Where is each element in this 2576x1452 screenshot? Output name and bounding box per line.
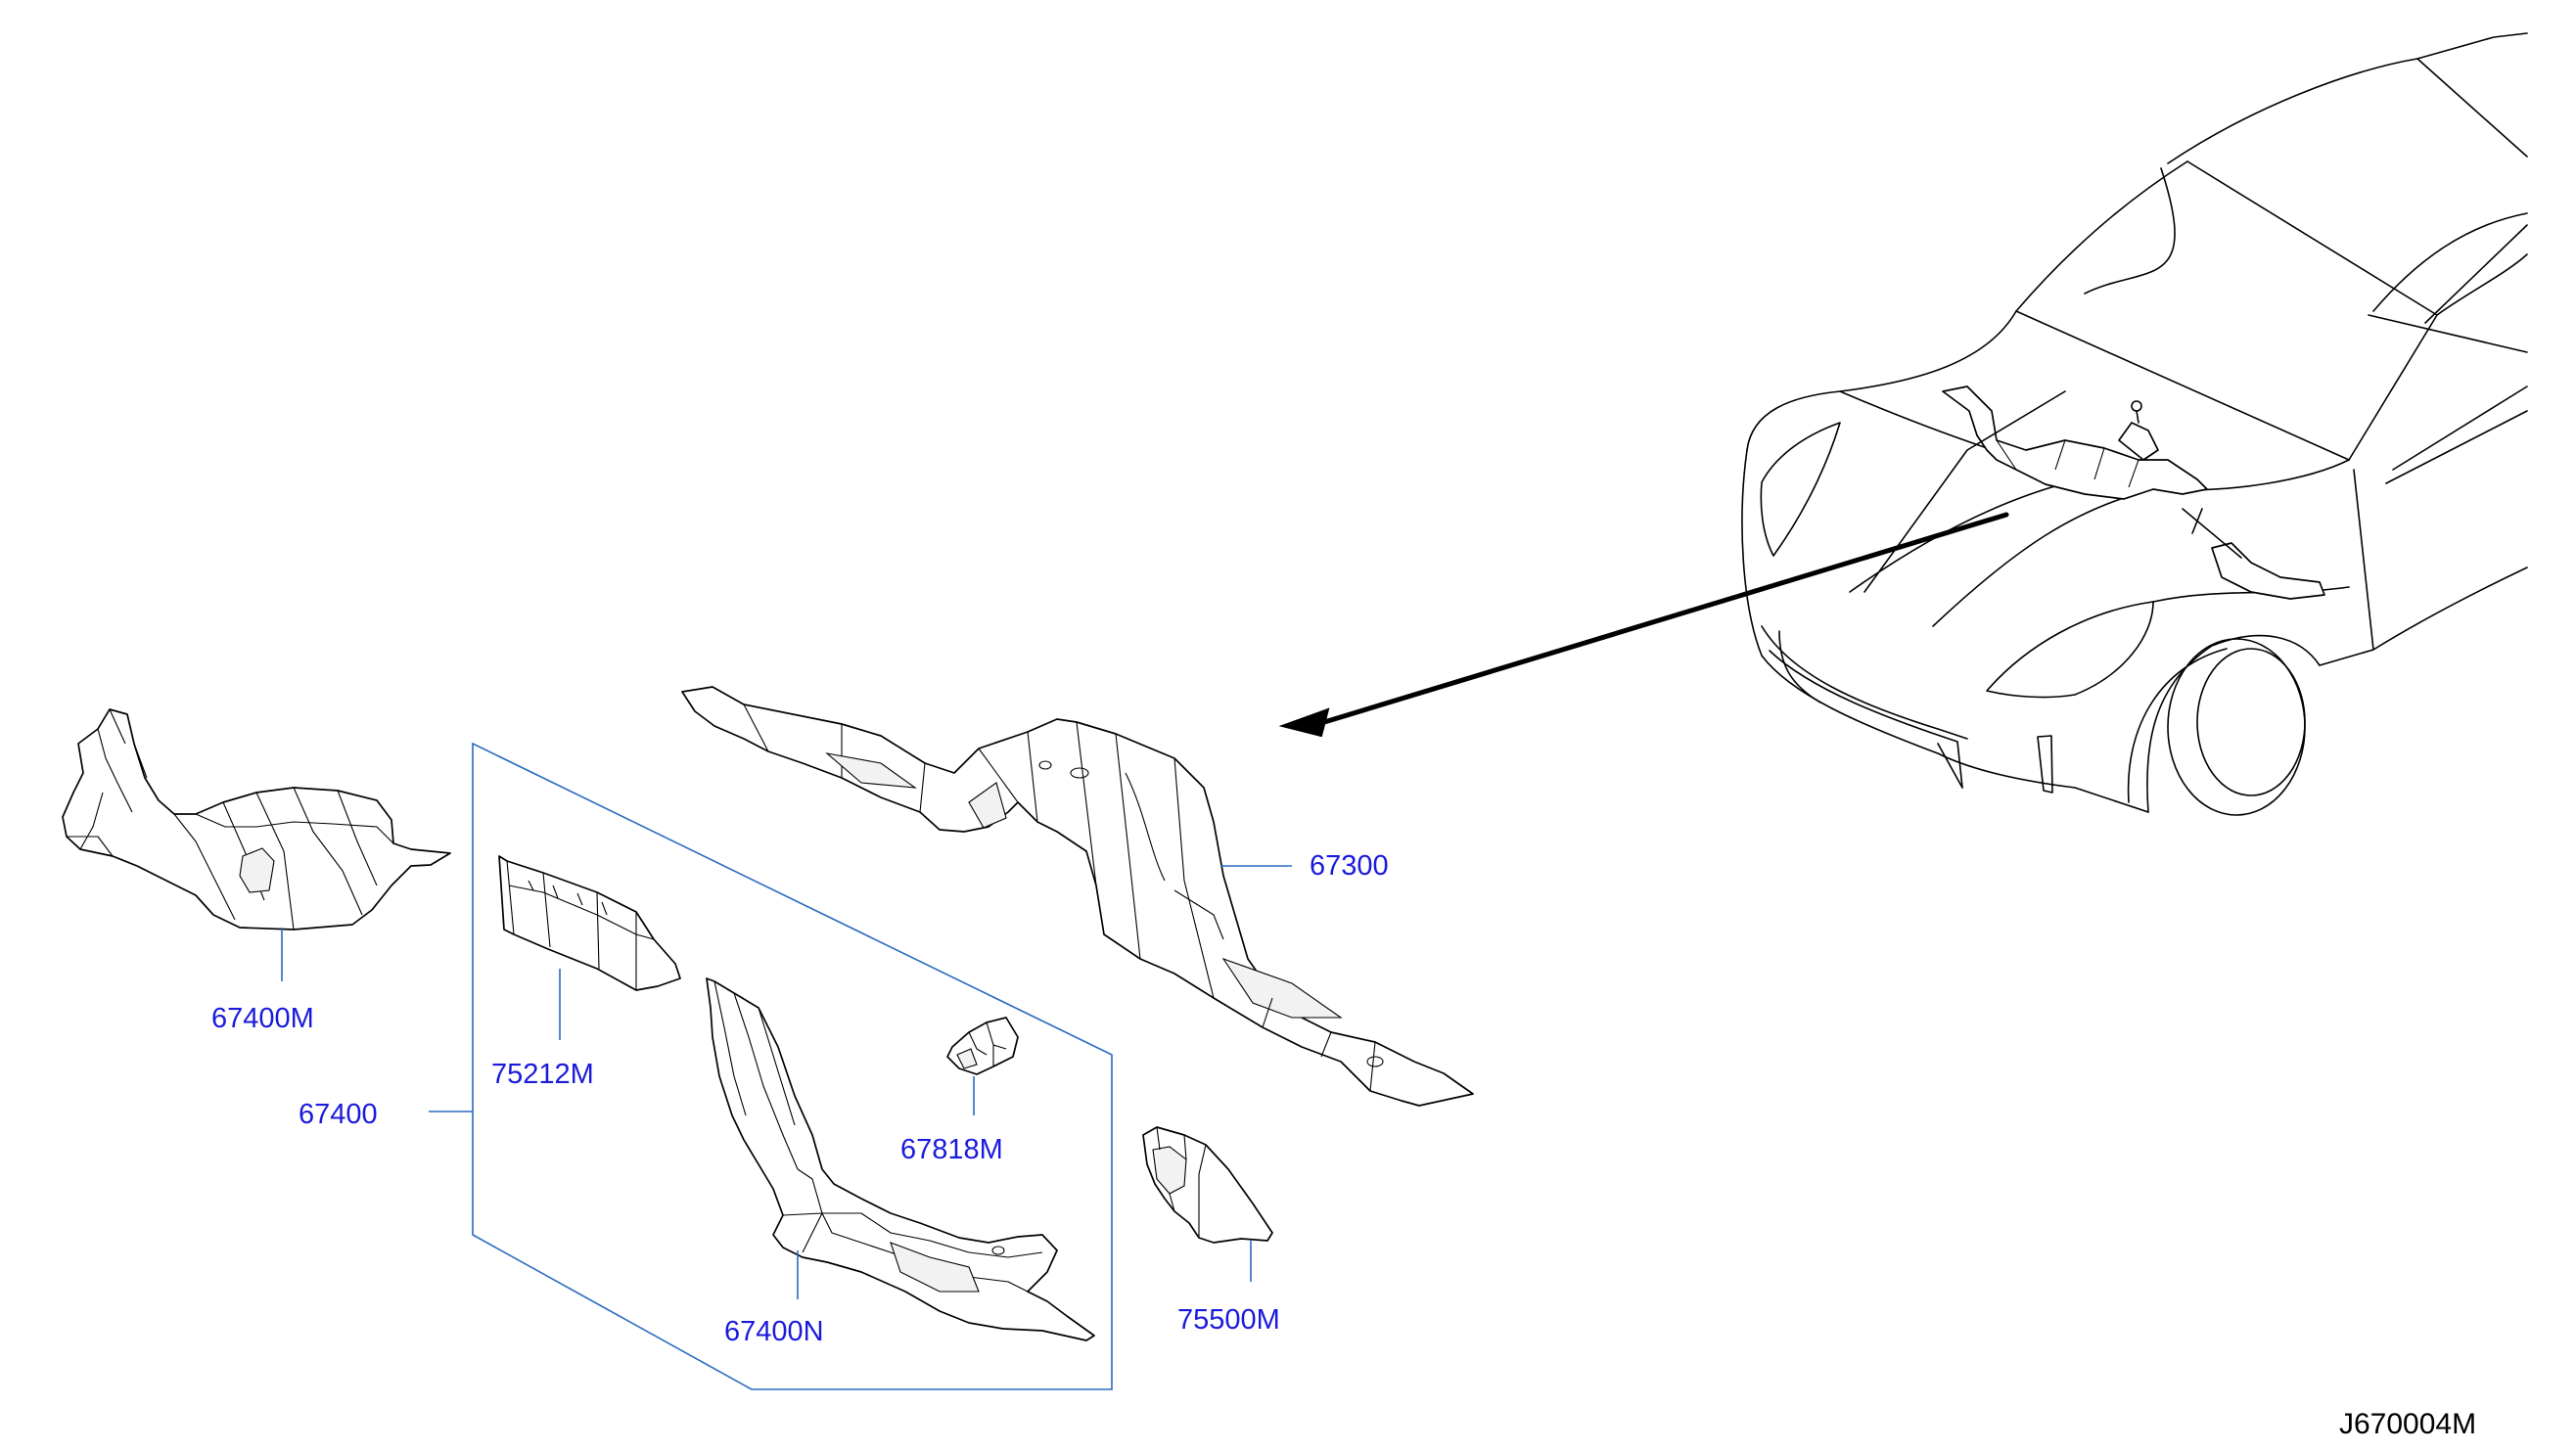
part-67300-drawing <box>681 686 1474 1107</box>
part-67400M-drawing <box>62 708 451 930</box>
label-75212M: 75212M <box>491 1059 594 1090</box>
label-67400: 67400 <box>299 1099 378 1130</box>
part-67818M-drawing <box>946 1017 1019 1075</box>
label-67400N: 67400N <box>724 1316 824 1347</box>
part-67400N-drawing <box>706 977 1095 1341</box>
label-67400M: 67400M <box>211 1003 314 1034</box>
group-67400-frame <box>472 742 1113 1390</box>
car-illustration <box>1278 32 2528 816</box>
part-75212M-drawing <box>498 855 681 991</box>
label-67300: 67300 <box>1310 850 1389 882</box>
label-75500M: 75500M <box>1177 1304 1280 1336</box>
label-67818M: 67818M <box>900 1134 1003 1165</box>
diagram-code: J670004M <box>2339 1408 2476 1440</box>
part-75500M-drawing <box>1142 1126 1273 1244</box>
